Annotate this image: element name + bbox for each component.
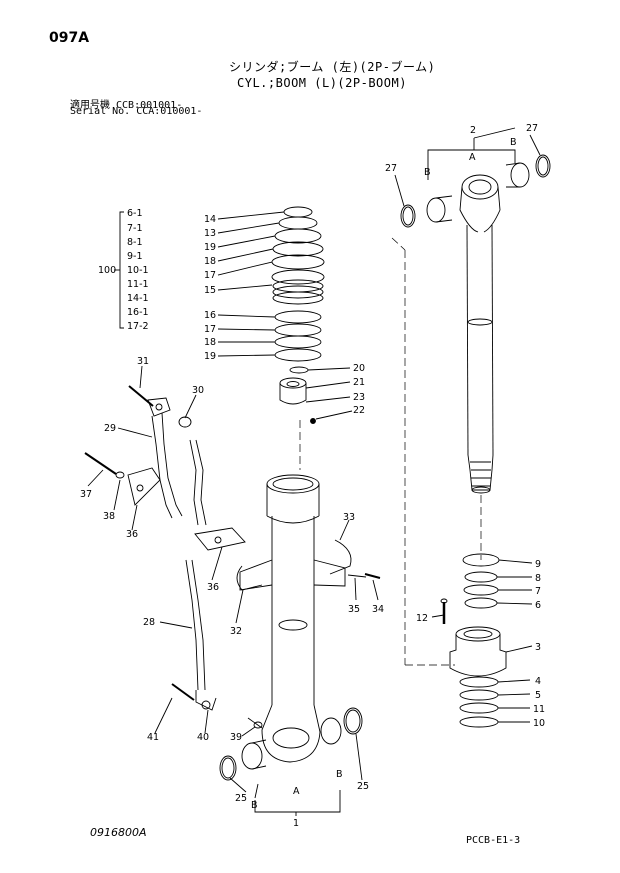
callout-22: 22 bbox=[353, 405, 365, 416]
callout-25: 25 bbox=[357, 781, 369, 792]
top-dimension-brackets: A B B 2 bbox=[424, 125, 517, 180]
callout-27: 27 bbox=[385, 163, 397, 174]
callout-12: 12 bbox=[416, 613, 428, 624]
right-callout-leaders bbox=[229, 134, 541, 793]
pipe-bands bbox=[236, 539, 381, 591]
kit-item: 17-2 bbox=[127, 321, 149, 332]
callout-1: 1 bbox=[293, 818, 299, 829]
pipe-assembly bbox=[84, 385, 263, 729]
callout-6: 6 bbox=[535, 600, 541, 611]
callout-3: 3 bbox=[535, 642, 541, 653]
callout-28: 28 bbox=[143, 617, 155, 628]
callout-10: 10 bbox=[533, 718, 545, 729]
callout-5: 5 bbox=[535, 690, 541, 701]
kit-item: 11-1 bbox=[127, 279, 149, 290]
letter-b-bottom-left: B bbox=[251, 800, 258, 811]
letter-a-bottom: A bbox=[293, 786, 300, 797]
cylinder-tube bbox=[239, 474, 346, 763]
callout-13: 13 bbox=[204, 228, 216, 239]
piston-seal-stack bbox=[271, 206, 353, 424]
callout-23: 23 bbox=[353, 392, 365, 403]
callout-14: 14 bbox=[204, 214, 216, 225]
letter-b-bottom-right: B bbox=[336, 769, 343, 780]
serial-applicable: 適用号機 CCB:001001- bbox=[70, 100, 183, 111]
callout-18: 18 bbox=[204, 256, 216, 267]
callout-35: 35 bbox=[348, 604, 360, 615]
callout-39: 39 bbox=[230, 732, 242, 743]
callout-4: 4 bbox=[535, 676, 541, 687]
kit-item: 14-1 bbox=[127, 293, 149, 304]
kit-item: 10-1 bbox=[127, 265, 149, 276]
kit-item: 6-1 bbox=[127, 208, 143, 219]
bottom-bushings bbox=[219, 707, 363, 781]
callout-17: 17 bbox=[204, 324, 216, 335]
kit-item: 9-1 bbox=[127, 251, 143, 262]
kit-item: 8-1 bbox=[127, 237, 143, 248]
piston-rod bbox=[459, 174, 501, 494]
callout-33: 33 bbox=[343, 512, 355, 523]
callout-31: 31 bbox=[137, 356, 149, 367]
callout-34: 34 bbox=[372, 604, 384, 615]
callout-36: 36 bbox=[207, 582, 219, 593]
rod-eye-bushings bbox=[400, 154, 551, 228]
callout-27: 27 bbox=[526, 123, 538, 134]
callout-9: 9 bbox=[535, 559, 541, 570]
callout-2: 2 bbox=[470, 125, 476, 136]
callout-25: 25 bbox=[235, 793, 247, 804]
callout-41: 41 bbox=[147, 732, 159, 743]
callout-numbers: 14 13 19 18 17 15 16 17 18 19 20 21 23 2… bbox=[80, 123, 545, 804]
cylinder-head bbox=[440, 553, 507, 728]
kit-item: 16-1 bbox=[127, 307, 149, 318]
callout-40: 40 bbox=[197, 732, 209, 743]
callout-38: 38 bbox=[103, 511, 115, 522]
callout-11: 11 bbox=[533, 704, 545, 715]
callout-17: 17 bbox=[204, 270, 216, 281]
sheet-reference: PCCB-E1-3 bbox=[466, 835, 521, 846]
serial-number: Serial No. CCA:010001- bbox=[70, 106, 203, 117]
kit-item: 7-1 bbox=[127, 223, 143, 234]
callout-37: 37 bbox=[80, 489, 92, 500]
callout-29: 29 bbox=[104, 423, 116, 434]
centre-lines bbox=[299, 237, 482, 666]
callout-36: 36 bbox=[126, 529, 138, 540]
callout-19: 19 bbox=[204, 351, 216, 362]
letter-a-top: A bbox=[469, 152, 476, 163]
page-code: 097A bbox=[49, 30, 90, 46]
callout-16: 16 bbox=[204, 310, 216, 321]
kit-group-number: 100 bbox=[98, 265, 116, 276]
title-english: CYL.;BOOM (L)(2P-BOOM) bbox=[237, 76, 407, 90]
callout-8: 8 bbox=[535, 573, 541, 584]
callout-15: 15 bbox=[204, 285, 216, 296]
kit-bracket: 100 6-1 7-1 8-1 9-1 10-1 11-1 14-1 16-1 … bbox=[98, 208, 149, 332]
callout-21: 21 bbox=[353, 377, 365, 388]
piston-callout-leaders bbox=[217, 211, 351, 403]
letter-b-top-right: B bbox=[510, 137, 517, 148]
letter-b-top-left: B bbox=[424, 167, 431, 178]
callout-32: 32 bbox=[230, 626, 242, 637]
callout-20: 20 bbox=[353, 363, 365, 374]
figure-code: 0916800A bbox=[90, 826, 147, 839]
callout-30: 30 bbox=[192, 385, 204, 396]
left-callout-leaders bbox=[87, 365, 379, 737]
callout-19: 19 bbox=[204, 242, 216, 253]
callout-7: 7 bbox=[535, 586, 541, 597]
title-japanese: シリンダ;ブーム (左)(2P-ブーム) bbox=[229, 60, 436, 74]
callout-18: 18 bbox=[204, 337, 216, 348]
bottom-dimension-brackets: A B B 1 bbox=[251, 769, 343, 829]
